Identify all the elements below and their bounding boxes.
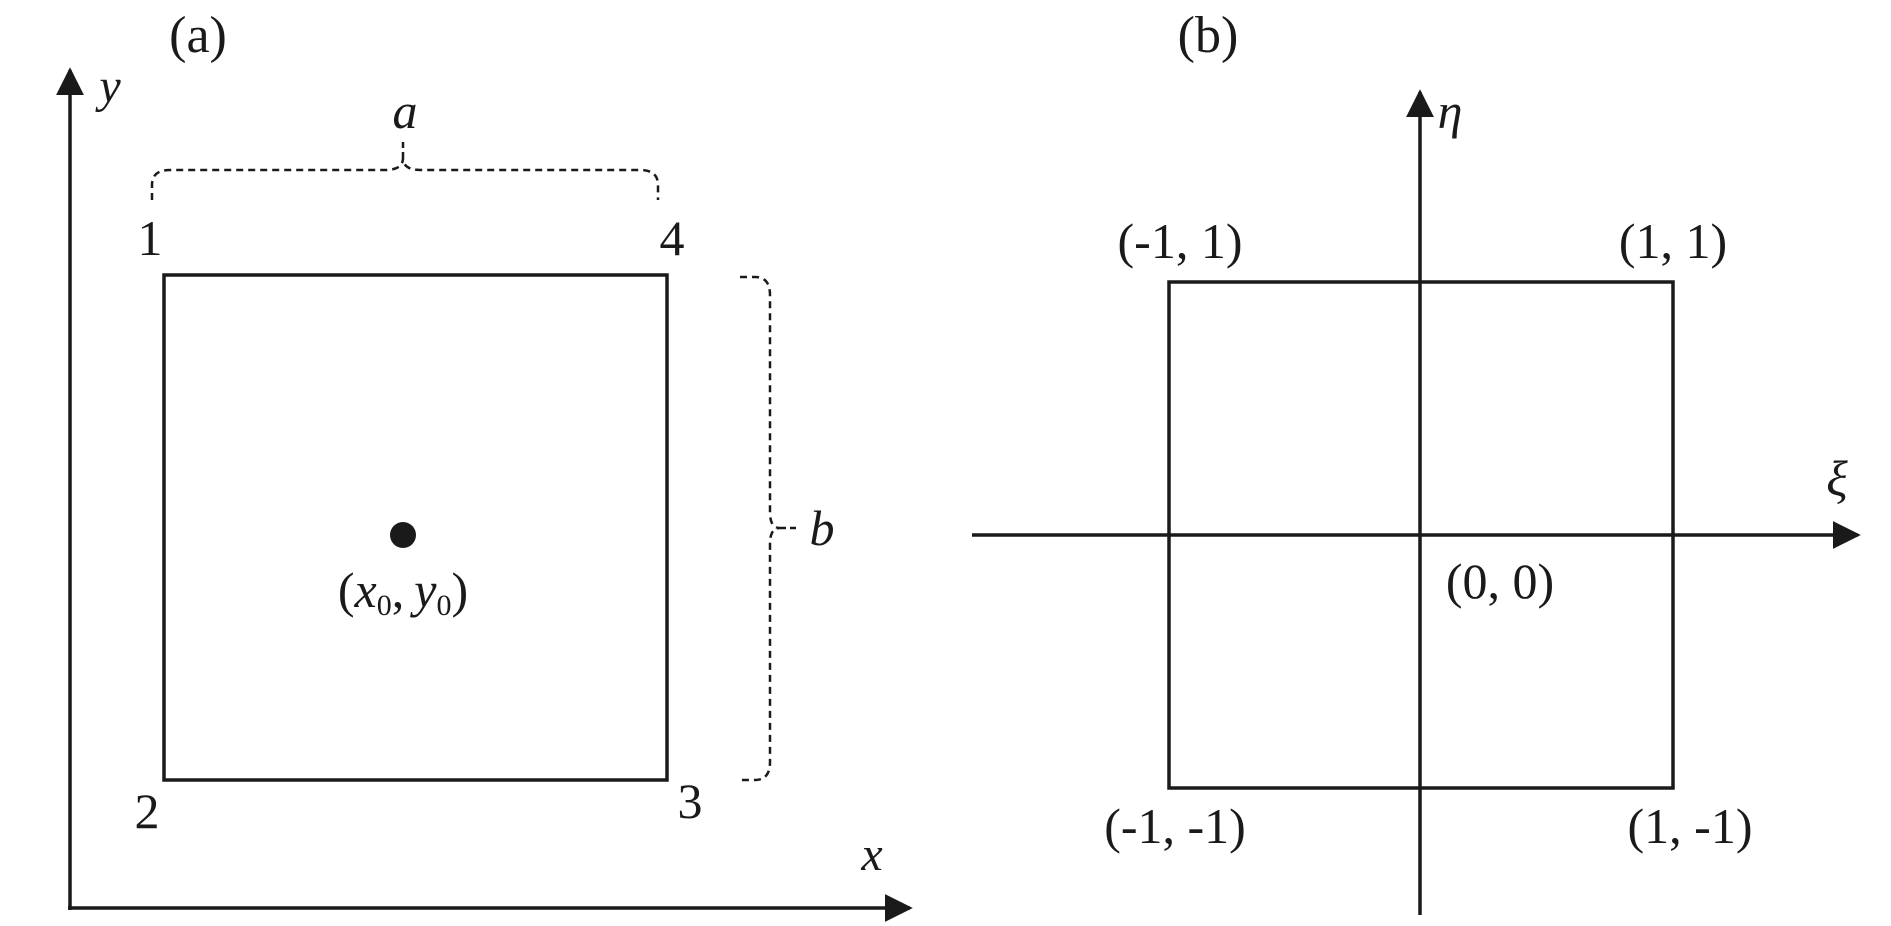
eta-axis-label: η [1438, 83, 1463, 139]
center-close-paren: ) [451, 562, 468, 618]
xi-axis-label: ξ [1826, 450, 1848, 506]
corner-3-label: 3 [678, 773, 703, 829]
center-x-subscript: 0 [377, 589, 392, 622]
center-label: (x0,y0) [338, 562, 468, 622]
center-open-paren: ( [338, 562, 355, 618]
corner-bottom-right-label: (1, -1) [1628, 798, 1753, 854]
corner-1-label: 1 [138, 210, 163, 266]
width-brace [150, 157, 660, 200]
corner-4-label: 4 [660, 210, 685, 266]
corner-2-label: 2 [135, 783, 160, 839]
origin-label: (0, 0) [1446, 553, 1554, 609]
x-axis-label: x [860, 828, 882, 881]
physical-element [162, 273, 669, 782]
corner-top-left-label: (-1, 1) [1118, 213, 1243, 269]
panel-a: (a) y x 1 2 3 4 a b (x0,y0) [56, 7, 913, 922]
y-axis-label: y [94, 60, 121, 113]
corner-bottom-left-label: (-1, -1) [1104, 798, 1246, 854]
height-label: b [810, 500, 835, 556]
panel-a-label: (a) [169, 7, 227, 64]
corner-top-right-label: (1, 1) [1619, 213, 1727, 269]
center-comma: , [392, 562, 405, 618]
height-brace [740, 275, 781, 782]
panel-b: (b) η ξ (-1, 1) (1, 1) (-1, -1) (1, -1) … [972, 7, 1861, 915]
center-y: y [409, 562, 437, 618]
reference-element [1167, 280, 1675, 790]
center-x: x [354, 562, 377, 618]
center-point [390, 522, 416, 548]
width-label: a [393, 83, 418, 139]
center-y-subscript: 0 [436, 589, 451, 622]
panel-b-label: (b) [1178, 7, 1239, 64]
